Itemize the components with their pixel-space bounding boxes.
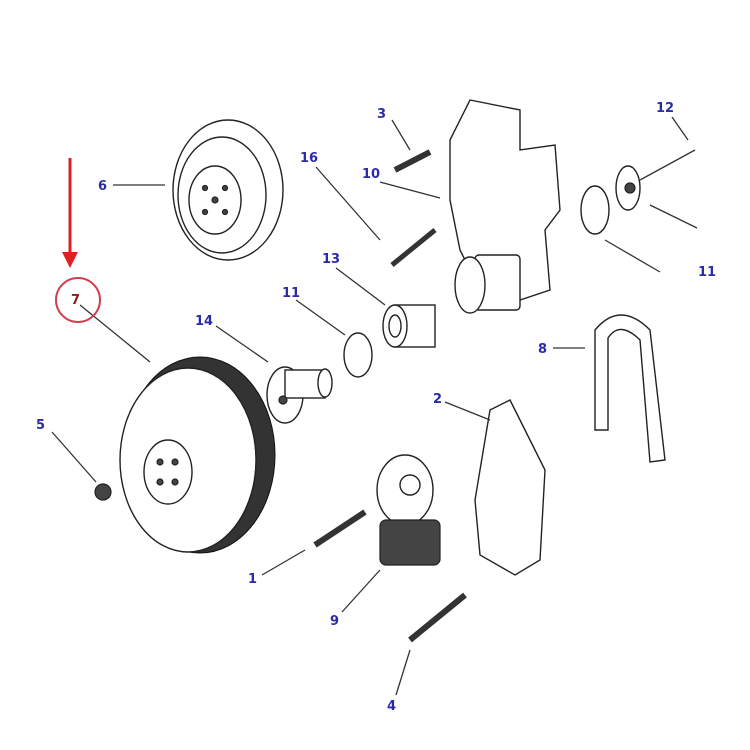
- bolt-5: [94, 483, 112, 501]
- callout-13: 13: [322, 252, 340, 267]
- callout-2: 2: [433, 392, 442, 407]
- belt-8: [594, 314, 666, 463]
- pulley-6: [172, 119, 284, 261]
- callout-12: 12: [656, 101, 674, 116]
- callout-9: 9: [330, 614, 339, 629]
- callout-14: 14: [195, 314, 213, 329]
- leader-lines: [51, 116, 698, 696]
- callout-1: 1: [248, 572, 257, 587]
- callout-10: 10: [362, 167, 380, 182]
- pulley-7: [119, 356, 276, 554]
- bolt-1: [313, 509, 367, 548]
- callout-3: 3: [377, 107, 386, 122]
- bolt-16: [390, 228, 437, 267]
- callout-4: 4: [387, 699, 396, 714]
- bolt-4: [408, 592, 467, 643]
- callout-8: 8: [538, 342, 547, 357]
- bracket-2: [474, 399, 546, 576]
- bracket-10: [449, 99, 561, 314]
- callout-6: 6: [98, 179, 107, 194]
- highlight-marker: [55, 158, 101, 323]
- callout-11b: 11: [698, 265, 716, 280]
- washer-12: [615, 149, 696, 211]
- snap-ring-11b: [580, 185, 610, 235]
- bearing-13: [382, 304, 436, 348]
- bolt-3: [393, 149, 432, 173]
- callout-7: 7: [71, 293, 80, 308]
- callout-11a: 11: [282, 286, 300, 301]
- tensioner-9: [376, 454, 441, 566]
- snap-ring-11a: [343, 332, 373, 378]
- hub-14: [266, 366, 333, 424]
- callout-5: 5: [36, 418, 45, 433]
- callout-16: 16: [300, 151, 318, 166]
